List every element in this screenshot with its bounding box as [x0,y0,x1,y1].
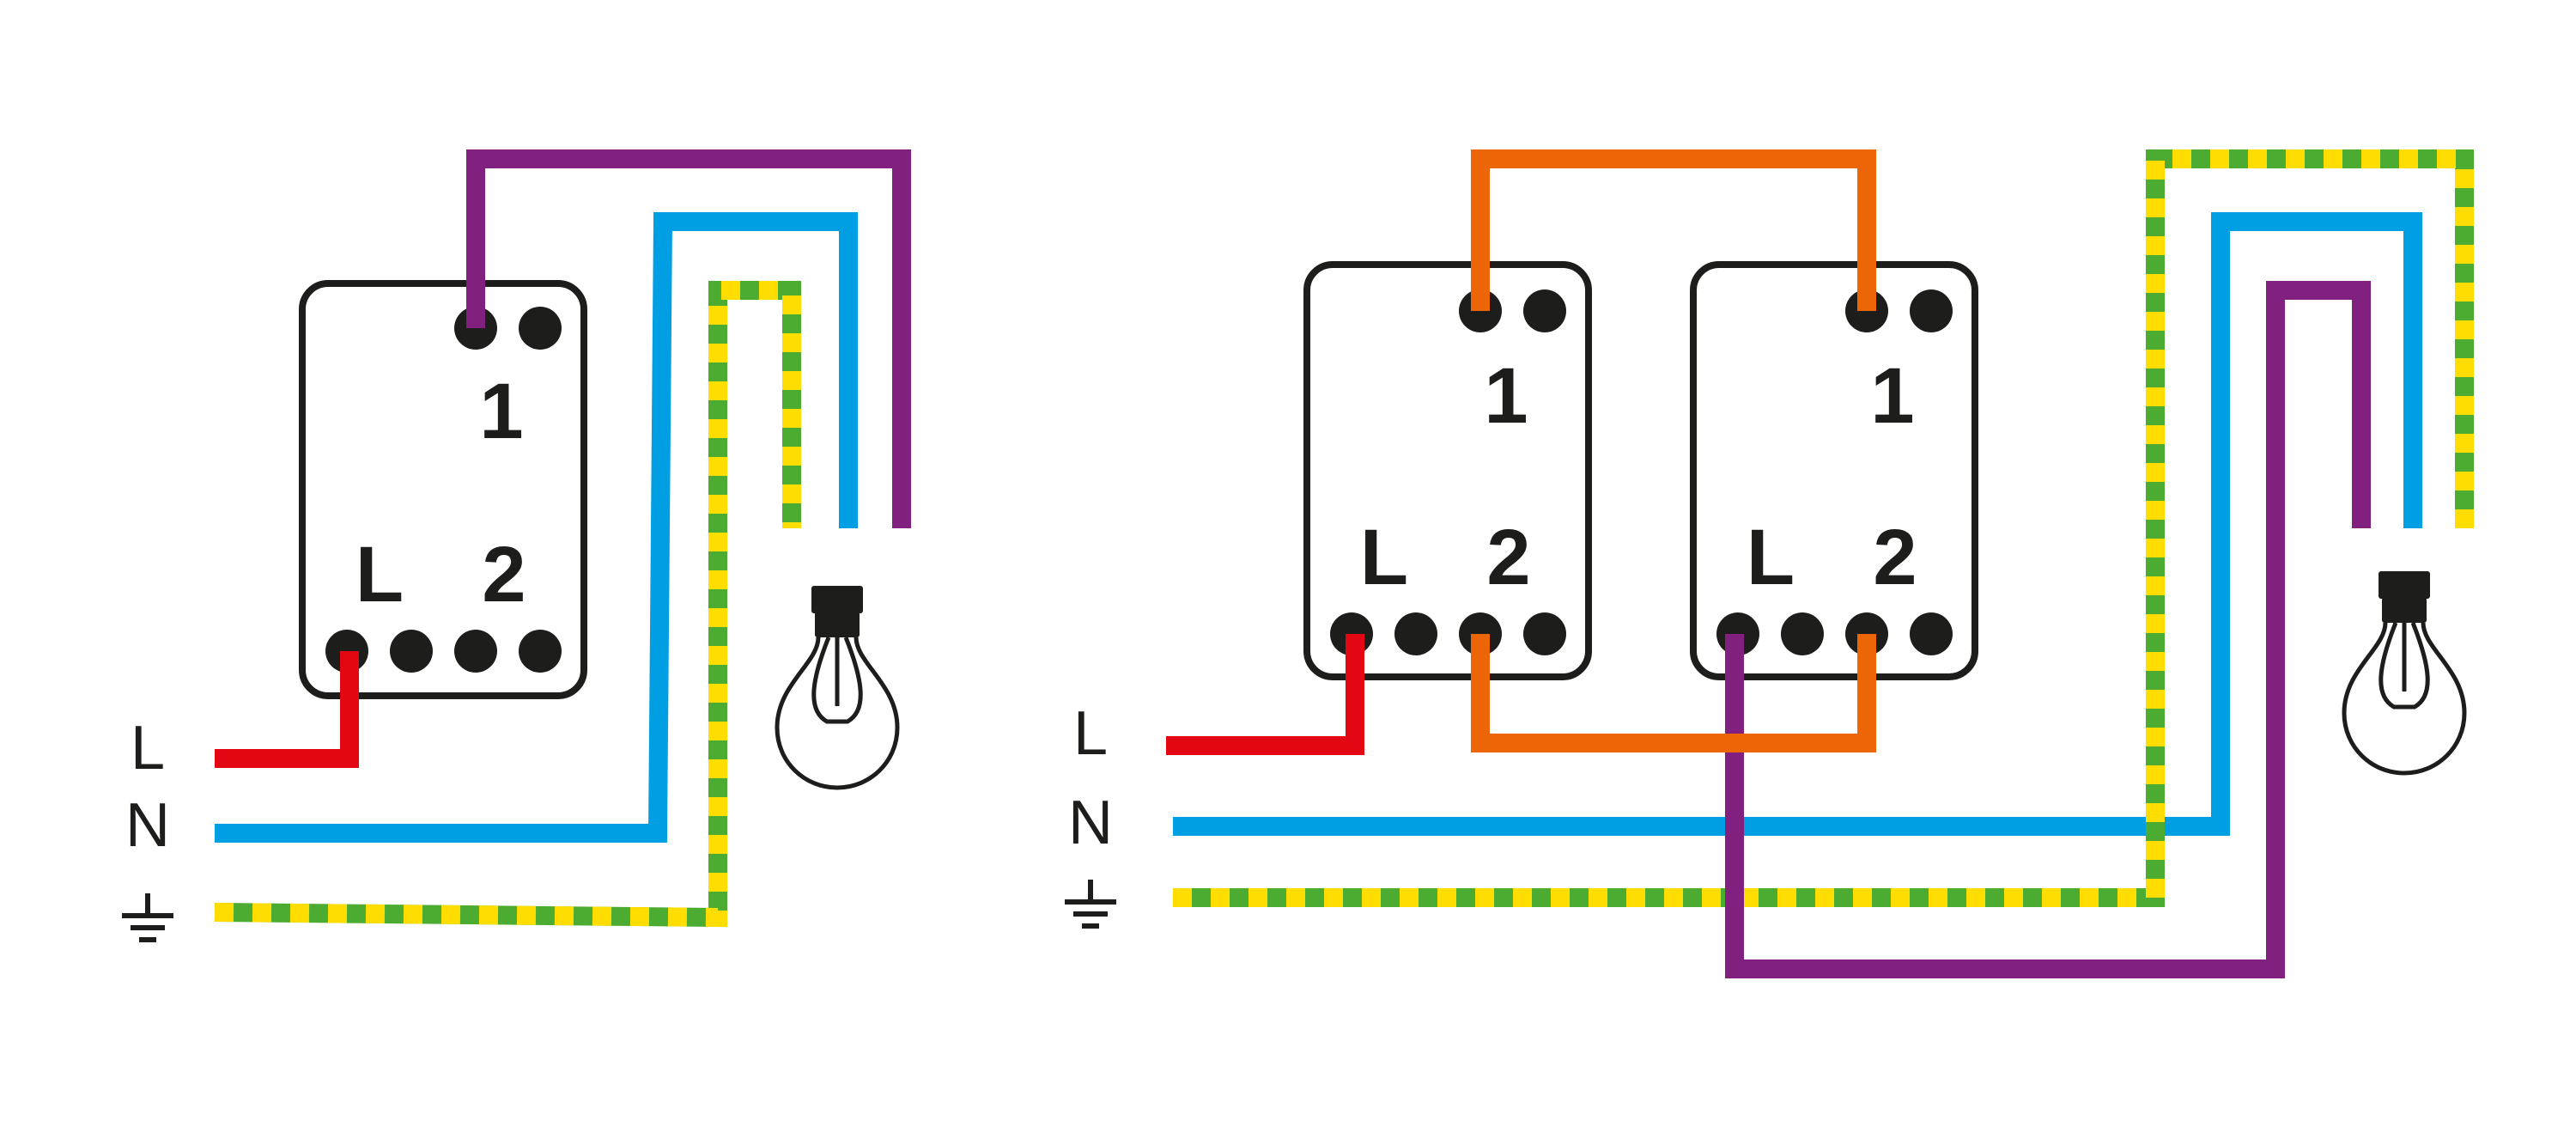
left-diagram: 1 L 2 L N [122,149,911,940]
right-switch-b-terminal-l-label: L [1747,514,1795,601]
left-neutral-label: N [125,791,170,860]
right-switch-a-terminal-l-label: L [1360,514,1408,601]
left-switch-terminal-1-label: 1 [479,368,523,455]
right-switch-b-terminal-1b [1910,289,1953,332]
right-switched-live-wire [1725,281,2371,978]
left-switch-box [299,280,587,699]
right-switch-b-terminal-2b [1910,612,1953,655]
right-diagram: 1 L 2 1 L 2 L N [1065,149,2474,978]
right-live-wire [1166,634,1364,755]
right-switch-b-terminal-1-label: 1 [1870,352,1914,440]
right-switch-b-terminal-2-label: 2 [1873,514,1917,601]
right-neutral-label: N [1068,789,1113,857]
left-switch-terminal-2-label: 2 [482,531,526,618]
left-earth-wire-base [214,281,801,928]
left-switched-live-wire [466,149,911,528]
left-switch-terminal-l-label: L [355,531,404,618]
right-traveller-top-wire [1471,149,1876,311]
earth-ground-icon [1065,880,1116,926]
right-switch-a-terminal-l2 [1394,612,1437,655]
right-switch-a-box [1303,261,1592,680]
left-switch-terminal-2b [519,630,562,673]
left-live-wire [215,651,359,768]
right-switch-b-box [1690,261,1978,680]
right-switch-b-terminal-l2 [1781,612,1824,655]
light-bulb-icon [2344,571,2464,773]
right-switch-a-terminal-1b [1523,289,1566,332]
left-switch-terminal-l2 [390,630,433,673]
right-neutral-wire [1173,212,2422,836]
left-switch-terminal-2a [454,630,497,673]
left-switch-terminal-1b [519,307,562,350]
right-traveller-bottom-wire [1471,634,1876,752]
light-bulb-icon [777,586,897,788]
earth-ground-icon [122,893,173,940]
left-neutral-wire [215,212,858,843]
right-switch-a-terminal-1-label: 1 [1484,352,1528,440]
left-live-label: L [131,714,165,783]
right-switch-a-terminal-2b [1523,612,1566,655]
right-live-label: L [1073,699,1108,768]
right-earth-wire-stripe [1173,149,2474,907]
right-switch-a-terminal-2-label: 2 [1486,514,1530,601]
